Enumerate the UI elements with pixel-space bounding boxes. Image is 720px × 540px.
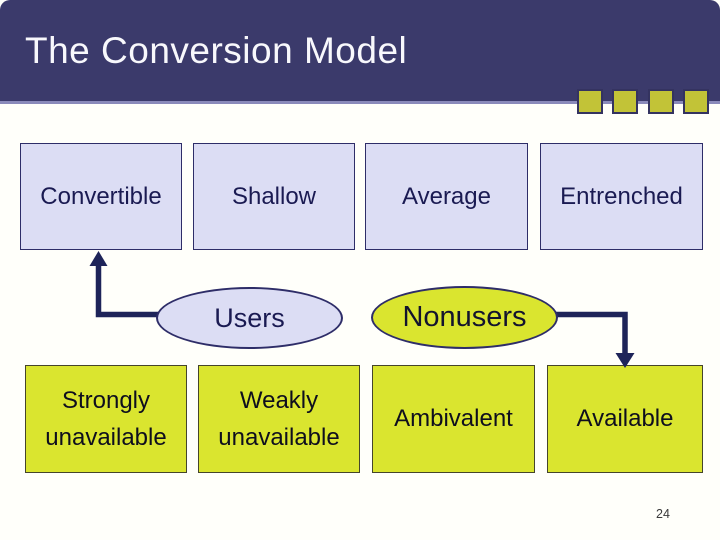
- box-entrenched: Entrenched: [540, 143, 703, 250]
- box-strongly-unavailable: Strongly unavailable: [25, 365, 187, 473]
- ellipse-label: Nonusers: [402, 301, 527, 333]
- header-band: The Conversion Model: [0, 0, 720, 101]
- header-accent-square: [577, 89, 603, 114]
- box-available: Available: [547, 365, 703, 473]
- box-label-line: Strongly: [61, 386, 151, 414]
- nonusers-to-available-arrow: [555, 311, 635, 368]
- slide-title: The Conversion Model: [25, 30, 408, 71]
- box-convertible: Convertible: [20, 143, 182, 250]
- box-shallow: Shallow: [193, 143, 355, 250]
- box-label-line: Weakly: [239, 386, 319, 414]
- box-label: Convertible: [40, 182, 162, 210]
- ellipse-nonusers: Nonusers: [371, 286, 558, 349]
- page-number: 24: [656, 507, 670, 521]
- box-label-line: unavailable: [45, 424, 167, 451]
- box-label: Ambivalent: [394, 405, 513, 433]
- box-label: Available: [576, 405, 674, 433]
- header-accent-square: [612, 89, 638, 114]
- header-accent-square: [683, 89, 709, 114]
- box-label: Shallow: [231, 182, 317, 210]
- box-label: Average: [402, 182, 491, 210]
- ellipse-label: Users: [214, 302, 285, 333]
- box-label-line: unavailable: [218, 424, 340, 451]
- box-average: Average: [365, 143, 528, 250]
- box-weakly-unavailable: Weakly unavailable: [198, 365, 360, 473]
- box-label: Entrenched: [560, 182, 683, 210]
- header-underline: [0, 101, 720, 104]
- header-accent-square: [648, 89, 674, 114]
- users-to-convertible-arrow: [89, 251, 160, 318]
- box-ambivalent: Ambivalent: [372, 365, 535, 473]
- ellipse-users: Users: [156, 287, 343, 349]
